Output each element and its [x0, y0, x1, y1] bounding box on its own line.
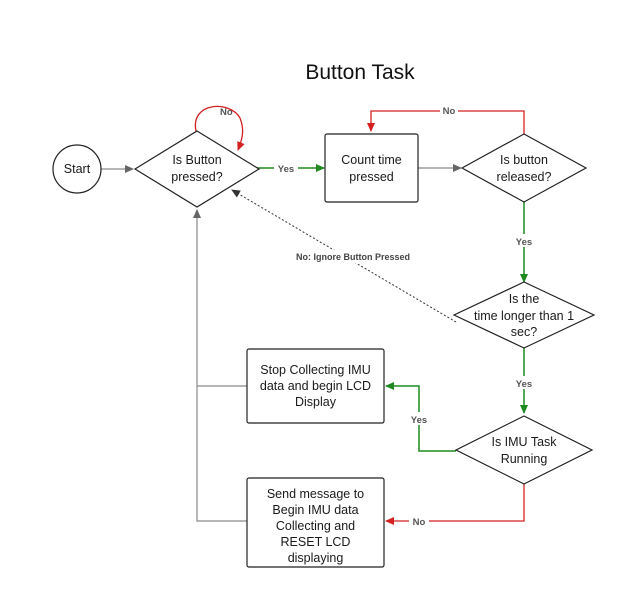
node-is-imu-running: Is IMU Task Running — [454, 415, 594, 485]
node-stop-collecting-line1: Stop Collecting IMU — [260, 363, 370, 377]
node-stop-collecting-shape — [246, 348, 385, 424]
node-send-message-shape — [246, 477, 385, 568]
node-is-button-pressed-line1: Is Button — [172, 153, 221, 167]
edge-stop-to-pressed — [193, 209, 247, 387]
label-imu-no: No — [413, 517, 426, 528]
node-count-time: Count time pressed — [324, 133, 419, 203]
label-bg — [512, 234, 536, 247]
node-count-time-shape — [324, 133, 419, 203]
node-is-button-pressed-line2: pressed? — [171, 170, 222, 184]
node-send-message-line1: Send message to — [267, 487, 364, 501]
label-time-yes: Yes — [516, 379, 532, 390]
diagram-title: Button Task — [305, 61, 415, 84]
node-is-button-released: Is button released? — [460, 133, 588, 203]
node-stop-collecting-line3: Display — [295, 395, 337, 409]
node-send-message-line2: Begin IMU data — [272, 503, 358, 517]
node-time-longer-shape — [452, 281, 596, 349]
label-ignore: No: Ignore Button Pressed — [296, 252, 410, 262]
label-bg — [440, 104, 458, 117]
label-pressed-yes: Yes — [278, 164, 294, 175]
edge-send-to-pressed — [196, 386, 247, 522]
node-time-longer-line2: time longer than 1 — [474, 309, 574, 323]
node-start-text: Start — [64, 162, 91, 176]
node-is-button-pressed: Is Button pressed? — [133, 130, 261, 208]
label-bg — [512, 376, 536, 389]
node-stop-collecting-line2: data and begin LCD — [260, 379, 371, 393]
label-bg — [287, 250, 419, 263]
node-is-imu-running-shape — [454, 415, 594, 485]
node-is-button-pressed-shape — [133, 130, 261, 208]
node-time-longer-line3: sec? — [511, 325, 537, 339]
node-send-message-line4: RESET LCD — [281, 535, 351, 549]
node-send-message-line3: Collecting and — [276, 519, 355, 533]
node-is-button-released-line2: released? — [497, 170, 552, 184]
label-bg — [407, 412, 431, 425]
node-is-imu-running-line2: Running — [501, 452, 548, 466]
node-count-time-line1: Count time — [341, 153, 401, 167]
edge-pressed-no-loop — [194, 105, 245, 151]
node-time-longer: Is the time longer than 1 sec? — [452, 281, 596, 349]
label-pressed-no: No — [220, 107, 233, 118]
node-is-button-released-line1: Is button — [500, 153, 548, 167]
node-is-button-released-shape — [460, 133, 588, 203]
label-released-no: No — [443, 106, 456, 117]
label-bg — [274, 161, 298, 174]
node-count-time-line2: pressed — [349, 170, 394, 184]
label-imu-yes: Yes — [411, 415, 427, 426]
node-start: Start — [52, 144, 102, 194]
node-start-shape — [52, 144, 102, 194]
label-released-yes: Yes — [516, 237, 532, 248]
edge-imu-no — [385, 483, 525, 525]
node-time-longer-line1: Is the — [509, 292, 540, 306]
node-send-message-line5: displaying — [288, 551, 344, 565]
node-is-imu-running-line1: Is IMU Task — [491, 435, 557, 449]
node-stop-collecting: Stop Collecting IMU data and begin LCD D… — [246, 348, 385, 424]
node-send-message: Send message to Begin IMU data Collectin… — [246, 477, 385, 568]
label-bg — [409, 515, 429, 528]
